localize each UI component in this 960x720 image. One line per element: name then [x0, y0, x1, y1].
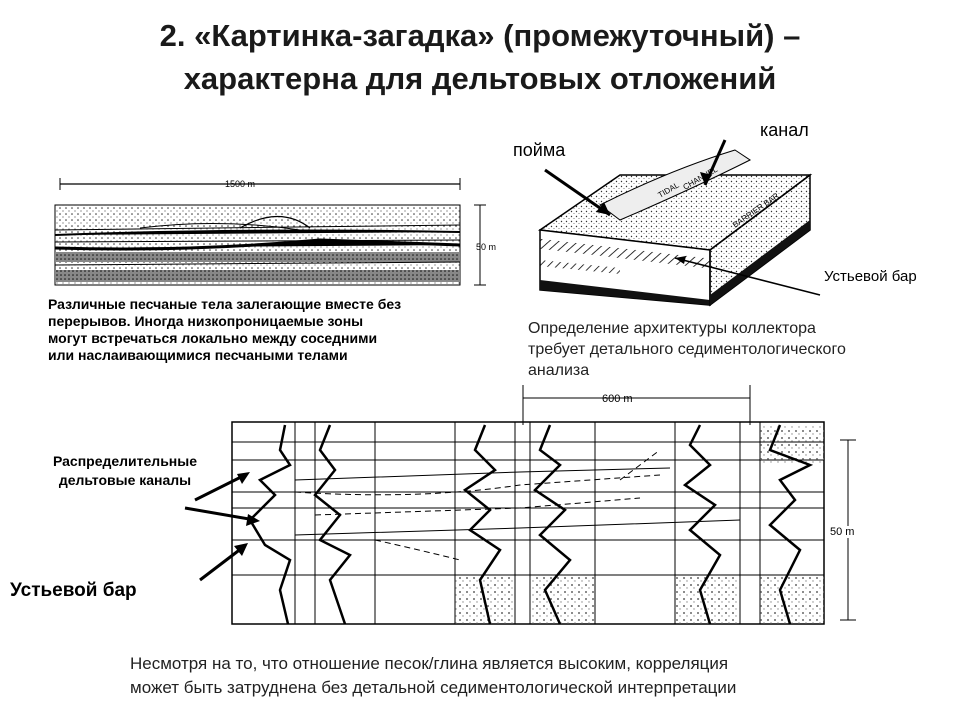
height-label: 50 m	[476, 242, 496, 252]
label-ustevoy-bar-bottom: Устьевой бар	[10, 580, 137, 601]
cross-section-figure: 1500 m 50 m	[54, 178, 496, 286]
label-kanal: канал	[760, 120, 809, 140]
poima-arrow	[544, 168, 611, 217]
log-height-label: 50 m	[830, 526, 855, 538]
scale-label: 1500 m	[225, 179, 255, 189]
slide-title: 2. «Картинка-загадка» (промежуточный) – …	[0, 14, 960, 100]
log-scale-label: 600 m	[602, 393, 633, 405]
caption-line: требует детального седиментологического	[528, 341, 846, 358]
label-distributary-channels: Распределительные дельтовые каналы	[30, 452, 220, 490]
label-poima: пойма	[513, 140, 566, 160]
log-correlation-panel: 600 m	[231, 385, 856, 625]
label-line: Распределительные	[52, 453, 198, 469]
caption-line: могут встречаться локально между соседни…	[48, 330, 378, 346]
caption-line: Различные песчаные тела залегающие вмест…	[48, 296, 402, 312]
caption-line: анализа	[528, 362, 590, 379]
bottom-note: Несмотря на то, что отношение песок/глин…	[130, 652, 930, 700]
label-ustevoy-bar-top: Устьевой бар	[824, 268, 917, 285]
cross-section-caption: Различные песчаные тела залегающие вмест…	[48, 296, 478, 364]
title-line-1: 2. «Картинка-загадка» (промежуточный) –	[159, 18, 801, 53]
caption-line: или наслаивающимися песчаными телами	[48, 347, 348, 363]
label-arrows	[184, 472, 260, 582]
bar-arrow	[674, 257, 821, 296]
block-diagram-caption: Определение архитектуры коллектора требу…	[528, 318, 938, 381]
bottom-line-1: Несмотря на то, что отношение песок/глин…	[130, 654, 729, 673]
caption-line: Определение архитектуры коллектора	[528, 320, 816, 337]
caption-line: перерывов. Иногда низкопроницаемые зоны	[48, 313, 364, 329]
label-line: дельтовые каналы	[58, 472, 192, 488]
bottom-line-2: может быть затруднена без детальной седи…	[130, 678, 737, 697]
title-line-2: характерна для дельтовых отложений	[183, 61, 777, 96]
block-diagram: TIDAL CHANNEL BARRIER BAR	[537, 139, 821, 307]
